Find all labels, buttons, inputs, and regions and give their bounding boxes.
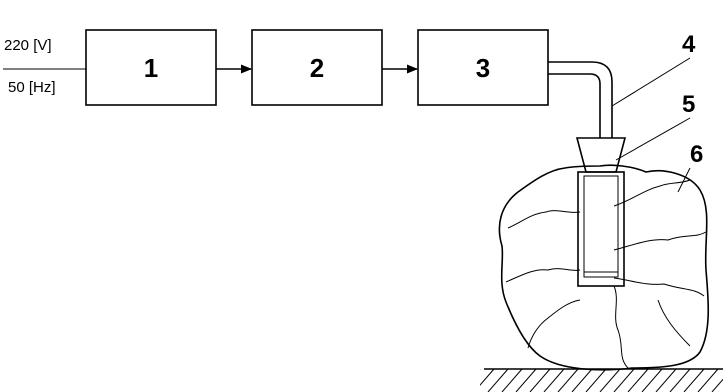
- ground-hatch-line: [627, 368, 649, 392]
- ground-hatch-line: [683, 368, 705, 392]
- supply-frequency-label: 50 [Hz]: [8, 79, 56, 96]
- leader-6: [677, 167, 691, 193]
- leader-5: [615, 117, 691, 161]
- ground-hatch-line: [515, 368, 537, 392]
- ground-hatch-line: [669, 368, 691, 392]
- ground-hatch-line: [655, 368, 677, 392]
- block-1-label: 1: [144, 53, 158, 83]
- callout-5: 5: [682, 91, 695, 118]
- rock-cracks: [505, 179, 707, 369]
- ground-hatch-line: [641, 368, 663, 392]
- ground-hatch-line: [529, 368, 551, 392]
- callout-6: 6: [690, 141, 703, 168]
- rock-specimen: [498, 164, 710, 371]
- ground-hatch-line: [599, 368, 621, 392]
- ground-hatch-line: [571, 368, 593, 392]
- block-2: 2: [251, 29, 383, 106]
- ground-hatch-line: [487, 368, 509, 392]
- block-3-label: 3: [476, 53, 490, 83]
- block-3: 3: [417, 29, 549, 106]
- callout-4: 4: [682, 31, 696, 58]
- ground-hatch-line: [557, 368, 579, 392]
- ground-hatch-line: [585, 368, 607, 392]
- ground-hatch-line: [613, 368, 635, 392]
- block-2-label: 2: [310, 53, 324, 83]
- ground-hatch-line: [480, 369, 481, 370]
- ground-hatch-line: [711, 378, 723, 392]
- ground-hatch-line: [480, 368, 495, 386]
- supply-voltage-label: 220 [V]: [4, 37, 52, 54]
- ground-hatch-line: [543, 368, 565, 392]
- leader-4: [611, 57, 691, 107]
- test-chamber: [577, 171, 625, 287]
- ground-surface: [480, 368, 723, 392]
- bent-tube: [548, 61, 613, 138]
- ground-hatch-line: [501, 368, 523, 392]
- block-1: 1: [85, 29, 217, 106]
- ground-hatch-line: [697, 368, 719, 392]
